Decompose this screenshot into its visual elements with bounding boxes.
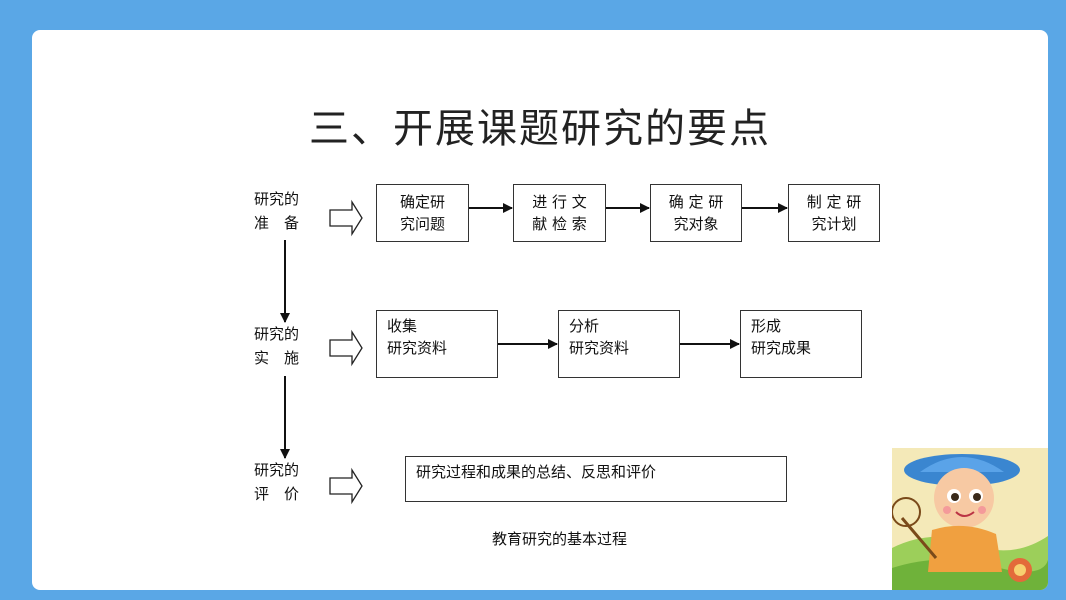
step-box: 收集 研究资料	[376, 310, 498, 378]
step-text: 形成	[751, 317, 782, 335]
diagram-caption: 教育研究的基本过程	[492, 530, 628, 548]
step-text: 确定研	[399, 193, 445, 211]
step-text: 确 定 研	[668, 193, 724, 211]
connector-layer	[280, 199, 788, 505]
step-text: 究问题	[399, 215, 445, 233]
step-box: 进 行 文 献 检 索	[513, 184, 606, 242]
step-text: 分析	[569, 317, 600, 335]
stage-label-line: 评 价	[254, 485, 300, 503]
step-text: 进 行 文	[532, 193, 587, 211]
slide: 三、开展课题研究的要点 研究的 准 备 研究的 实 施 研究的 评 价	[32, 30, 1048, 590]
step-text: 究对象	[673, 215, 719, 233]
step-text: 研究资料	[387, 339, 448, 357]
step-text: 研究资料	[569, 339, 630, 357]
stage-label-evaluate: 研究的 评 价	[254, 458, 324, 506]
slide-title: 三、开展课题研究的要点	[309, 106, 771, 152]
stage-label-prepare: 研究的 准 备	[254, 187, 324, 235]
step-box: 形成 研究成果	[740, 310, 862, 378]
step-box: 研究过程和成果的总结、反思和评价	[405, 456, 787, 502]
step-text: 研究过程和成果的总结、反思和评价	[416, 463, 657, 481]
stage-label-implement: 研究的 实 施	[254, 322, 324, 370]
step-text: 究计划	[811, 215, 857, 233]
stage-label-line: 研究的	[254, 190, 300, 208]
step-box: 制 定 研 究计划	[788, 184, 880, 242]
stage-label-line: 准 备	[254, 214, 300, 232]
step-box: 确 定 研 究对象	[650, 184, 742, 242]
hollow-arrow-icon	[329, 199, 363, 237]
hollow-arrow-icon	[329, 467, 363, 505]
step-text: 制 定 研	[806, 193, 862, 211]
step-text: 献 检 索	[532, 215, 587, 233]
stage-label-line: 研究的	[254, 325, 300, 343]
step-box: 确定研 究问题	[376, 184, 469, 242]
step-text: 研究成果	[751, 339, 812, 357]
stage-label-line: 实 施	[254, 349, 300, 367]
stage-label-line: 研究的	[254, 461, 300, 479]
cartoon-child-illustration	[892, 448, 1048, 590]
step-box: 分析 研究资料	[558, 310, 680, 378]
step-text: 收集	[387, 317, 418, 335]
hollow-arrow-icon	[329, 329, 363, 367]
